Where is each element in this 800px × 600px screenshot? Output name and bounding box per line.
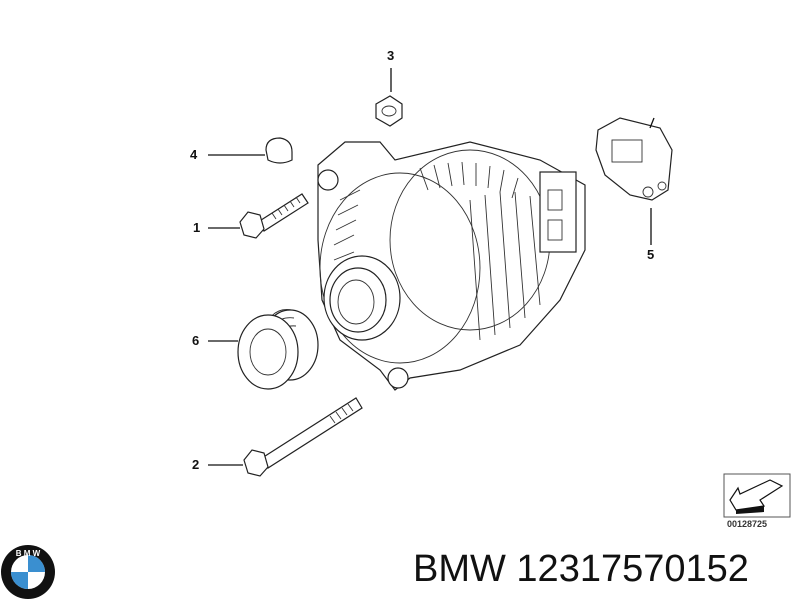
- cap-nut-part-4[interactable]: [265, 137, 293, 164]
- part-caption: BMW 12317570152: [413, 548, 749, 590]
- reference-icon-box: [723, 473, 791, 518]
- callout-6: 6: [192, 333, 200, 348]
- nut-part-3[interactable]: [375, 95, 403, 127]
- callout-1: 1: [193, 220, 201, 235]
- bmw-logo: B M W: [1, 545, 55, 599]
- regulator-part-5[interactable]: [595, 117, 673, 201]
- reference-number: 00128725: [727, 519, 768, 529]
- callout-4: 4: [190, 147, 198, 162]
- svg-text:B M W: B M W: [16, 549, 41, 558]
- leader-lines: [208, 68, 652, 466]
- bolt-part-1[interactable]: [239, 193, 309, 239]
- callout-2: 2: [192, 457, 200, 472]
- bolt-part-2[interactable]: [243, 397, 363, 477]
- alternator[interactable]: [317, 141, 586, 391]
- callout-5: 5: [647, 247, 655, 262]
- pulley-part-6[interactable]: [237, 309, 319, 390]
- callout-3: 3: [387, 48, 395, 63]
